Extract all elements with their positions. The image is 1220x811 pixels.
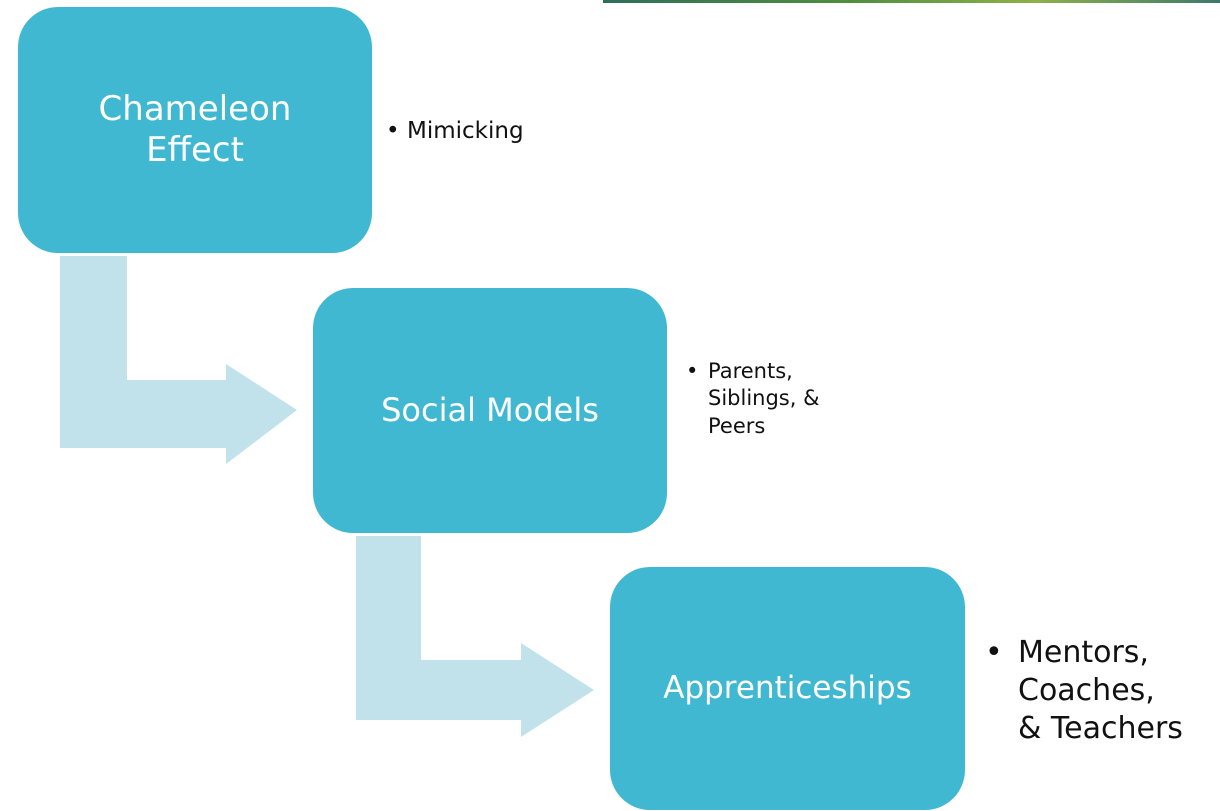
step-label: Social Models: [381, 391, 599, 430]
step-box-apprenticeships: Apprenticeships: [610, 567, 965, 810]
step-bullet-apprenticeships: • Mentors, Coaches, & Teachers: [985, 634, 1183, 748]
bullet-text: Parents, Siblings, & Peers: [708, 359, 820, 438]
bullet-icon: •: [686, 359, 699, 383]
step-box-chameleon-effect: Chameleon Effect: [18, 7, 372, 253]
bent-arrow-2: [356, 536, 594, 737]
step-box-social-models: Social Models: [313, 288, 667, 533]
step-bullet-social-models: • Parents, Siblings, & Peers: [686, 358, 819, 440]
step-label: Chameleon Effect: [98, 89, 292, 170]
bullet-text: Mentors, Coaches, & Teachers: [1018, 635, 1183, 747]
bent-arrow-1: [60, 256, 297, 464]
bullet-icon: •: [985, 635, 1003, 670]
step-bullet-chameleon-effect: • Mimicking: [386, 117, 524, 147]
bullet-text: Mimicking: [407, 118, 524, 144]
bullet-icon: •: [386, 118, 400, 144]
step-label: Apprenticeships: [663, 669, 912, 706]
header-image-strip: [603, 0, 1220, 3]
